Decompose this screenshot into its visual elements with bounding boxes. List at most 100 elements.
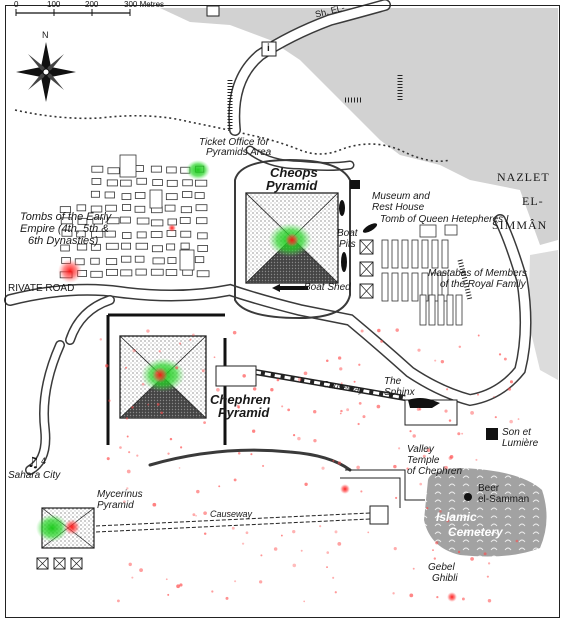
heat-speck xyxy=(292,529,296,534)
heat-speck xyxy=(332,576,335,579)
heat-speck xyxy=(116,599,120,603)
heat-speck xyxy=(436,596,439,599)
tomb-block xyxy=(381,272,389,302)
heat-speck xyxy=(409,430,412,433)
heat-speck xyxy=(507,387,512,391)
road-label-private: RIVATE ROAD xyxy=(8,283,75,294)
tomb-block xyxy=(106,179,118,187)
label-boat-pits-1: Boat xyxy=(337,228,358,239)
hatched-walls xyxy=(227,75,473,301)
tomb-block xyxy=(179,217,191,224)
label-ticket-1: Ticket Office for xyxy=(199,137,269,148)
heat-red-cheops xyxy=(285,233,299,247)
heat-speck xyxy=(201,369,205,373)
tomb-block xyxy=(167,257,177,264)
heat-speck xyxy=(304,482,308,486)
label-mycerinus-1: Mycerinus xyxy=(97,489,143,500)
heat-red-tombs xyxy=(58,259,82,283)
label-mastabas-2: of the Royal Family xyxy=(440,279,526,290)
scale-tick-100: 100 xyxy=(47,0,61,9)
heat-speck xyxy=(422,454,426,458)
heat-speck xyxy=(461,432,464,435)
heat-speck xyxy=(339,412,342,415)
heat-speck xyxy=(106,457,110,461)
tomb-block xyxy=(164,204,176,212)
heat-speck xyxy=(444,409,448,413)
heat-speck xyxy=(203,511,207,516)
heat-speck xyxy=(334,591,337,594)
heat-speck xyxy=(203,421,206,425)
heat-speck xyxy=(158,350,161,353)
tomb-block xyxy=(165,193,178,201)
heat-speck xyxy=(392,592,395,595)
tomb-block xyxy=(134,205,146,213)
heat-speck xyxy=(160,411,164,415)
heat-speck xyxy=(346,408,350,412)
label-museum-2: Rest House xyxy=(372,202,425,213)
heat-speck xyxy=(319,525,322,528)
heat-speck xyxy=(358,402,362,405)
tomb-block xyxy=(179,249,195,271)
heat-speck xyxy=(417,348,421,352)
tomb-block xyxy=(76,243,88,251)
tomb-block xyxy=(441,239,449,269)
heat-red-mycerinus xyxy=(64,519,80,535)
label-chephren-2: Pyramid xyxy=(218,405,270,420)
heat-speck xyxy=(303,371,308,376)
heat-speck xyxy=(152,502,157,507)
heat-speck xyxy=(457,550,461,554)
tomb-block xyxy=(106,268,118,276)
heat-speck xyxy=(245,531,249,535)
heat-speck xyxy=(367,531,370,534)
label-mastabas-1: Mastabas of Members xyxy=(428,268,527,279)
heat-speck xyxy=(393,547,397,551)
heat-speck xyxy=(395,496,398,500)
heat-speck xyxy=(380,339,384,343)
heat-speck xyxy=(128,562,132,567)
heat-speck xyxy=(426,448,431,452)
tomb-block xyxy=(428,294,436,326)
heat-speck xyxy=(146,329,150,333)
tomb-block xyxy=(120,179,132,187)
tomb-block xyxy=(76,230,86,238)
label-tombs-3: 6th Dynasties) xyxy=(28,235,99,247)
heat-speck xyxy=(234,580,237,583)
label-cheops-2: Pyramid xyxy=(266,178,318,193)
heat-speck xyxy=(270,388,274,392)
tomb-block xyxy=(105,242,119,250)
heat-speck xyxy=(486,575,489,578)
label-cheops-1: Cheops xyxy=(270,165,318,180)
heat-speck xyxy=(292,563,297,568)
label-beer-2: el-Samman xyxy=(478,494,530,505)
label-islamic-2: Cemetery xyxy=(448,525,503,539)
tomb-block xyxy=(180,206,192,214)
label-sphinx-1: The xyxy=(384,376,402,387)
heat-speck xyxy=(141,382,145,386)
heat-green-mycerinus xyxy=(36,514,68,542)
heat-speck xyxy=(99,338,103,341)
heat-speck xyxy=(485,531,488,534)
urban-area xyxy=(160,8,558,380)
heat-speck xyxy=(260,554,263,557)
info-symbol xyxy=(261,41,277,57)
heat-speck xyxy=(470,411,474,415)
heat-speck xyxy=(242,374,246,378)
tomb-block xyxy=(135,165,144,172)
info-symbol-letter: i xyxy=(267,43,270,54)
scale-bar xyxy=(15,9,131,16)
heat-speck xyxy=(432,549,434,552)
tomb-block xyxy=(152,257,165,265)
heat-green-ticket xyxy=(186,160,210,180)
heat-speck xyxy=(287,408,291,412)
tomb-block xyxy=(105,204,117,212)
heat-speck xyxy=(435,541,439,545)
heat-speck xyxy=(179,583,183,587)
heat-speck xyxy=(362,415,366,419)
tomb-block xyxy=(446,294,454,326)
heat-speck xyxy=(326,359,329,362)
label-gebel-1: Gebel xyxy=(428,562,455,573)
heat-speck xyxy=(195,514,197,517)
heat-speck xyxy=(132,349,136,353)
son-et-lumiere-marker xyxy=(486,428,498,440)
